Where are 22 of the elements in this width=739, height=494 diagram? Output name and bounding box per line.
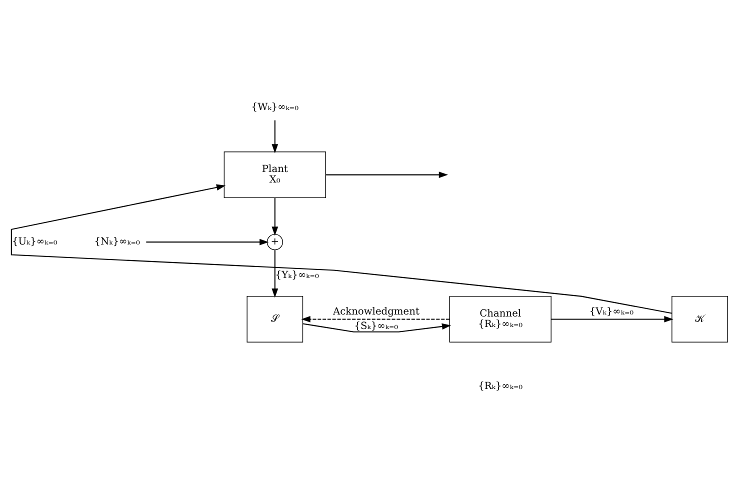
node-text: {Wₖ}∞ₖ₌₀: [251, 102, 299, 114]
node-box: 𝒮: [246, 296, 304, 342]
arrow: [272, 198, 278, 236]
edge-label: Acknowledgment: [332, 306, 420, 318]
arrow: [272, 120, 278, 154]
edge-label: {Sₖ}∞ₖ₌₀: [354, 321, 398, 332]
edge-label: {Vₖ}∞ₖ₌₀: [589, 306, 634, 318]
arrow: [146, 238, 269, 246]
node-box: Plant X₀: [224, 152, 326, 198]
node-circle: +: [266, 234, 284, 250]
arrow: [302, 323, 452, 332]
edge-label: {Yₖ}∞ₖ₌₀: [275, 270, 319, 282]
node-text: {Nₖ}∞ₖ₌₀: [94, 236, 140, 248]
arrow: [301, 316, 450, 322]
edge-label: {Uₖ}∞ₖ₌₀: [12, 236, 58, 248]
arrow: [272, 250, 278, 298]
label: {Rₖ}∞ₖ₌₀: [478, 381, 523, 392]
node-box: 𝒦: [672, 296, 728, 342]
arrow: [551, 316, 674, 322]
node-box: Channel {Rₖ}∞ₖ₌₀: [449, 296, 552, 342]
arrow: [10, 184, 672, 314]
arrow: [326, 172, 448, 178]
